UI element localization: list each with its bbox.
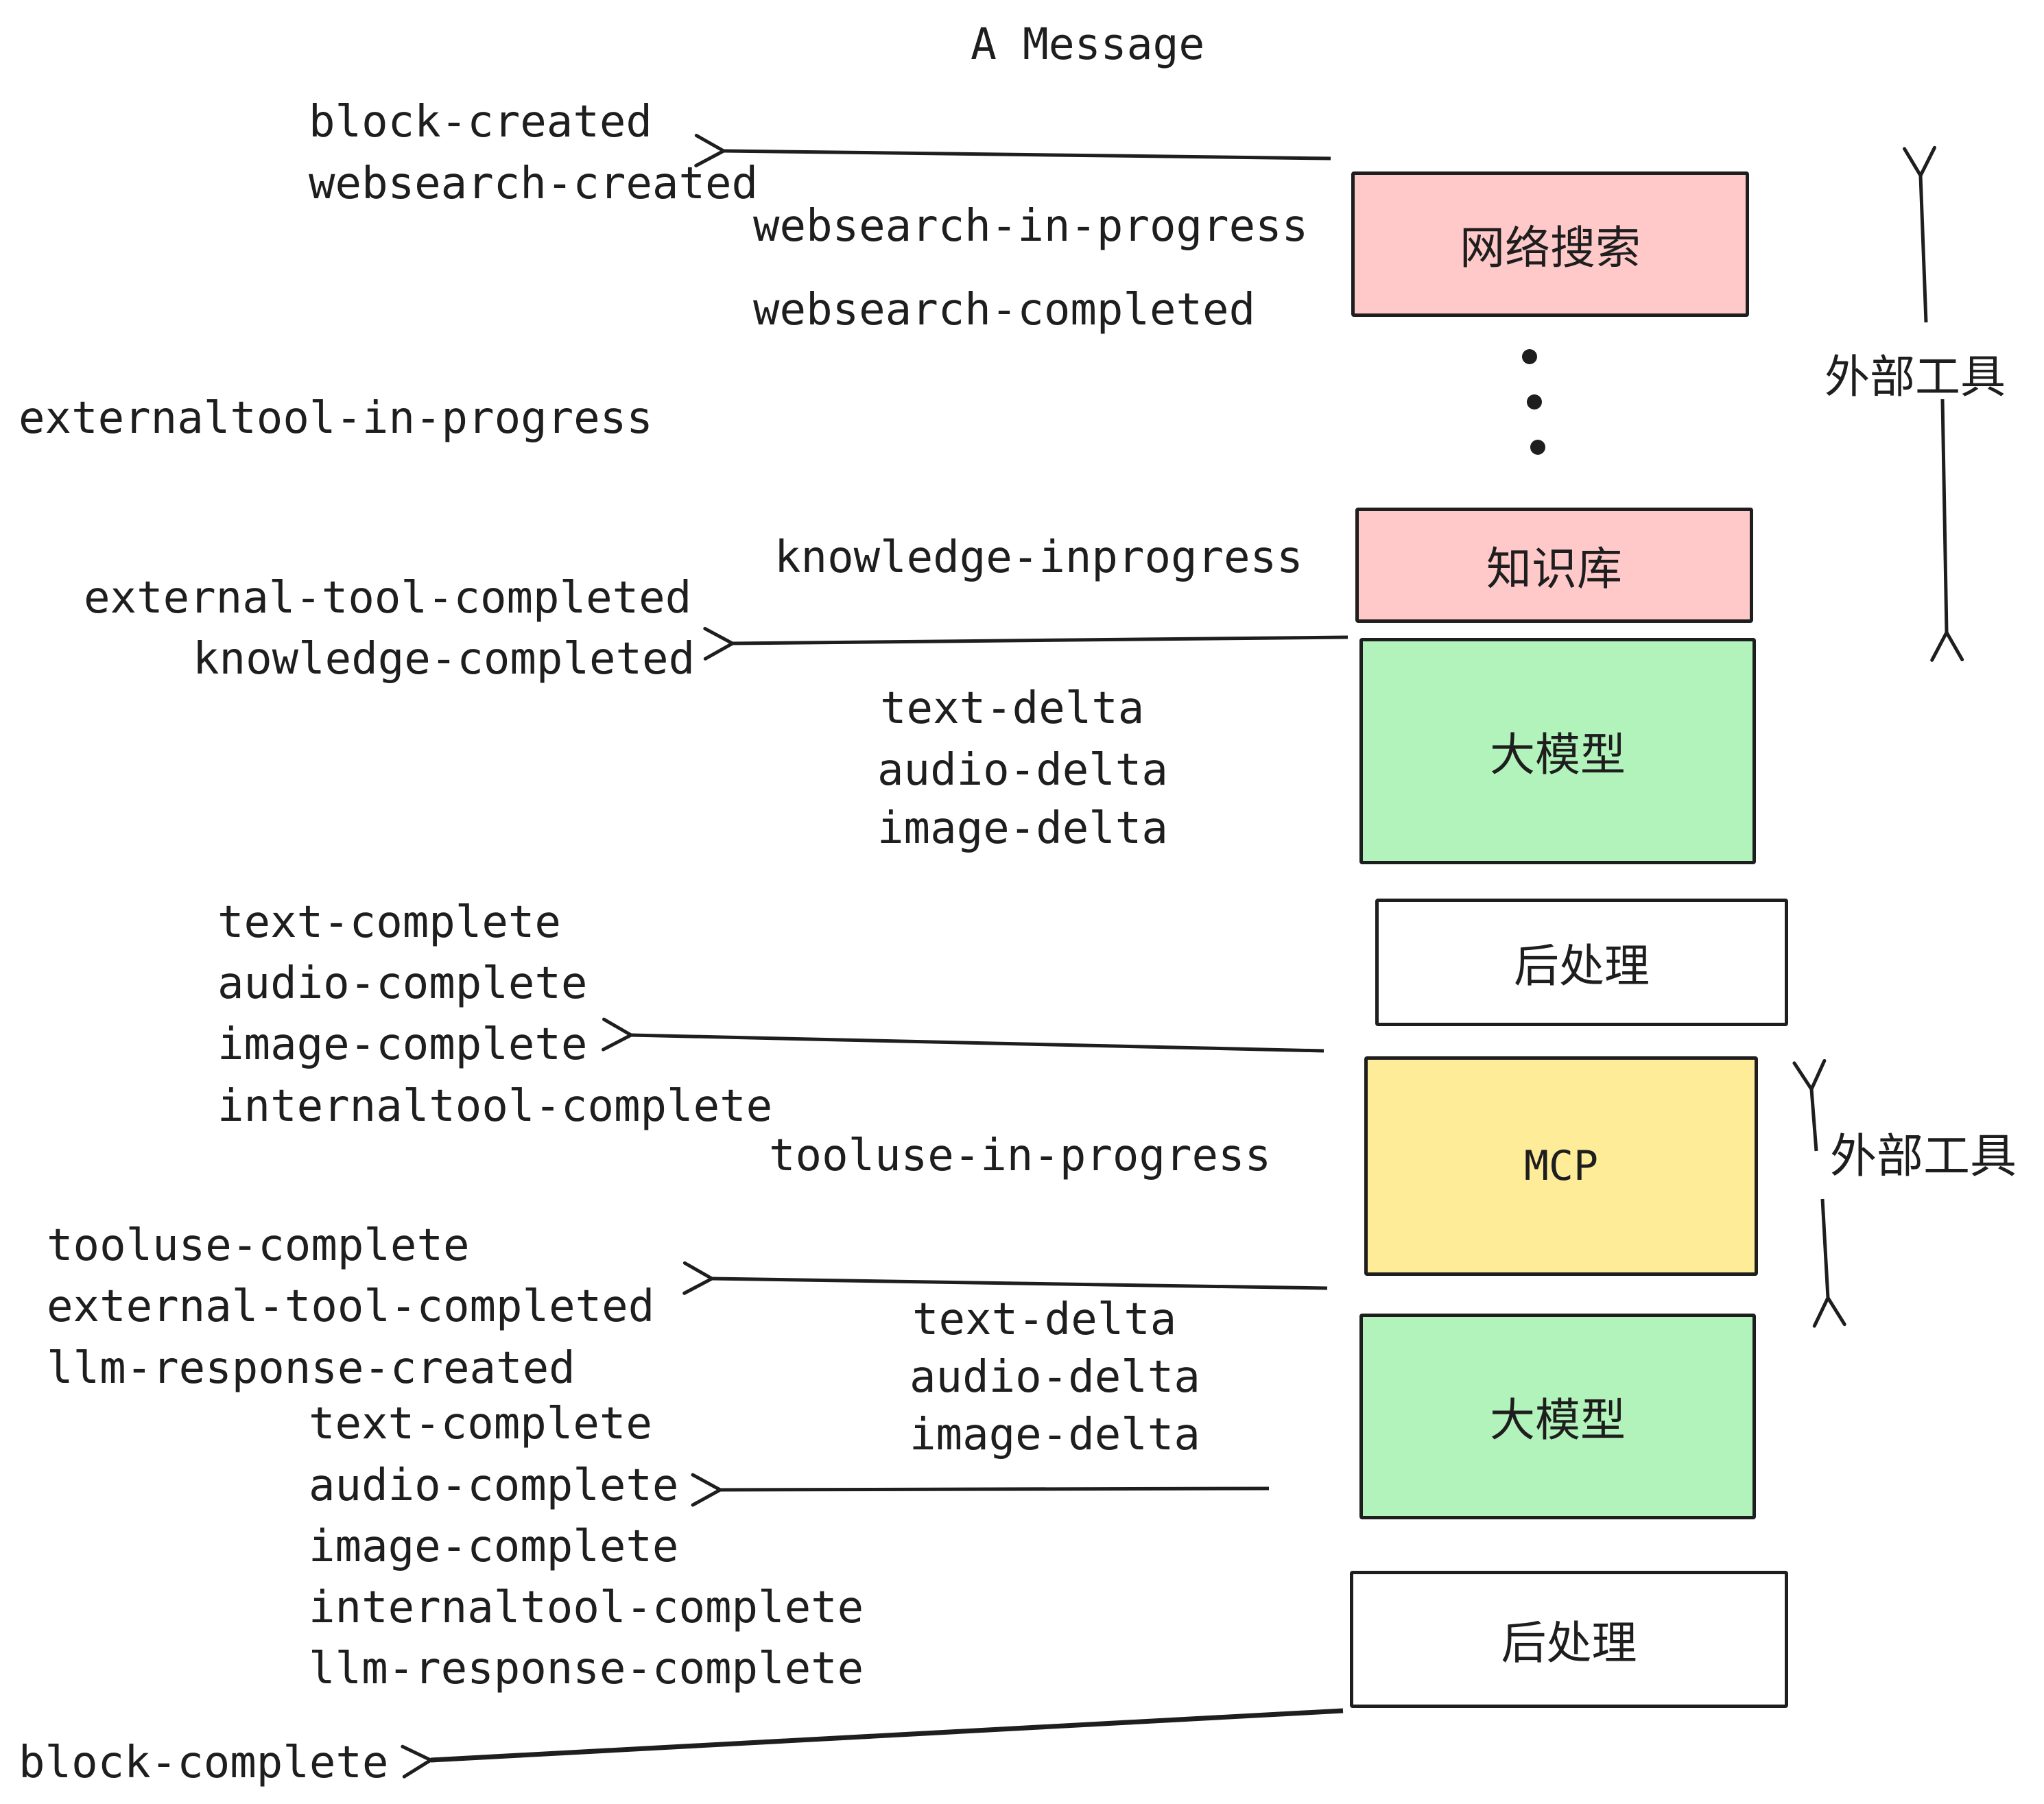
arrow-external-tools-up <box>1903 145 1936 323</box>
arrow-external-tools-up-2 <box>1792 1058 1827 1152</box>
box-llm-2-label: 大模型 <box>1490 1394 1626 1445</box>
event-image-complete-2: image-complete <box>309 1521 679 1572</box>
arrow-websearch-created <box>694 134 1331 168</box>
box-postprocess-1: 后处理 <box>1375 899 1788 1026</box>
event-external-tool-completed: external-tool-completed <box>84 573 692 624</box>
event-image-complete: image-complete <box>217 1019 588 1070</box>
event-audio-delta-2: audio-delta <box>910 1352 1200 1403</box>
box-llm-1-label: 大模型 <box>1490 729 1626 780</box>
event-audio-delta: audio-delta <box>877 745 1168 796</box>
box-mcp: MCP <box>1364 1056 1758 1276</box>
event-audio-complete: audio-complete <box>217 958 588 1009</box>
arrow-knowledge-completed <box>703 626 1348 661</box>
arrow-block-complete <box>401 1708 1344 1779</box>
event-audio-complete-2: audio-complete <box>309 1460 679 1511</box>
event-block-created: block-created <box>309 97 652 147</box>
event-external-tool-completed-2: external-tool-completed <box>47 1281 655 1332</box>
box-llm-2: 大模型 <box>1359 1314 1756 1519</box>
event-block-complete: block-complete <box>19 1737 389 1788</box>
arrow-audio-complete <box>691 1473 1270 1507</box>
ellipsis-dot <box>1530 440 1545 455</box>
event-knowledge-completed: knowledge-completed <box>193 634 696 685</box>
box-knowledge: 知识库 <box>1355 508 1753 623</box>
event-websearch-created: websearch-created <box>309 158 759 209</box>
arrow-tooluse-complete <box>682 1261 1328 1295</box>
ellipsis-dot <box>1522 349 1537 364</box>
event-text-delta-2: text-delta <box>912 1294 1177 1345</box>
external-tools-label-1: 外部工具 <box>1825 351 2006 402</box>
box-postprocess-1-label: 后处理 <box>1514 940 1650 991</box>
event-tooluse-complete: tooluse-complete <box>47 1220 470 1271</box>
diagram-title: A Message <box>971 19 1205 69</box>
event-image-delta-2: image-delta <box>910 1410 1200 1460</box>
event-websearch-in-progress: websearch-in-progress <box>753 201 1309 252</box>
ellipsis-dot <box>1527 394 1542 410</box>
box-postprocess-2: 后处理 <box>1350 1571 1788 1708</box>
event-internaltool-complete: internaltool-complete <box>217 1081 773 1132</box>
event-tooluse-in-progress: tooluse-in-progress <box>769 1130 1272 1181</box>
external-tools-label-2: 外部工具 <box>1830 1130 2017 1183</box>
box-postprocess-2-label: 后处理 <box>1501 1617 1637 1668</box>
arrow-external-tools-down <box>1930 399 1964 662</box>
box-llm-1: 大模型 <box>1359 638 1756 864</box>
event-image-delta: image-delta <box>877 803 1168 854</box>
box-mcp-label: MCP <box>1523 1142 1599 1190</box>
arrow-image-complete <box>602 1017 1324 1053</box>
event-text-complete: text-complete <box>217 897 561 948</box>
box-websearch-label: 网络搜索 <box>1460 222 1641 273</box>
event-text-complete-2: text-complete <box>309 1399 652 1449</box>
arrow-external-tools-down-2 <box>1812 1198 1846 1328</box>
event-websearch-completed: websearch-completed <box>753 285 1256 335</box>
event-llm-response-complete: llm-response-complete <box>309 1643 864 1694</box>
event-externaltool-in-progress: externaltool-in-progress <box>19 393 653 444</box>
event-internaltool-complete-2: internaltool-complete <box>309 1582 864 1633</box>
box-knowledge-label: 知识库 <box>1486 543 1622 594</box>
event-knowledge-inprogress: knowledge-inprogress <box>774 532 1303 583</box>
event-text-delta: text-delta <box>880 683 1145 734</box>
box-websearch: 网络搜索 <box>1351 171 1749 317</box>
event-llm-response-created: llm-response-created <box>47 1343 575 1394</box>
